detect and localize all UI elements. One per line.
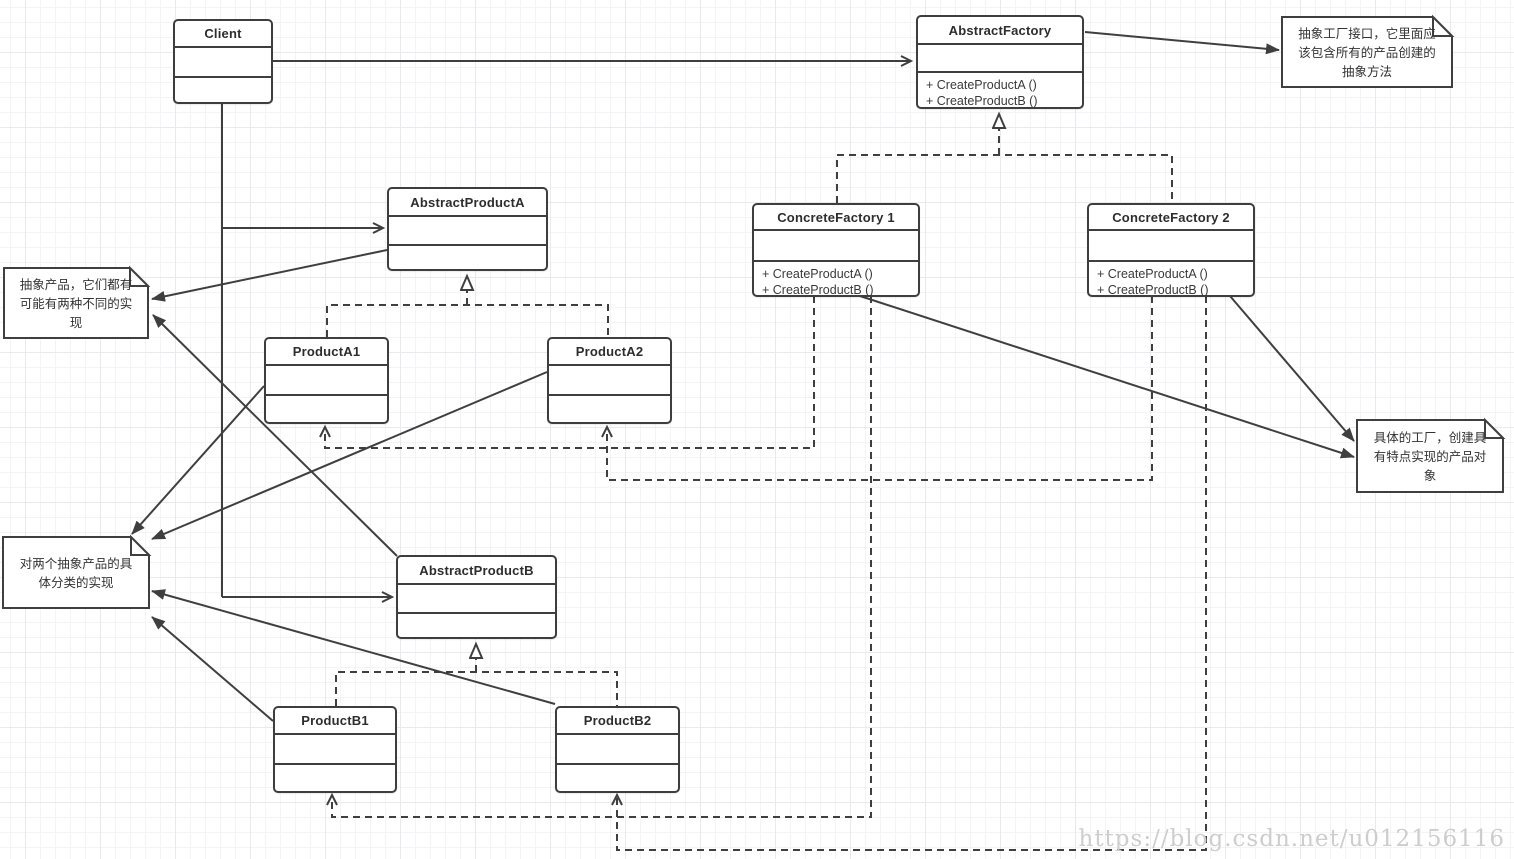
edge-concretefactory1-creates-producta1 <box>319 296 815 449</box>
class-box-productb1: ProductB1 <box>273 706 397 793</box>
class-attributes-compartment <box>175 48 271 78</box>
class-box-abstractproductb: AbstractProductB <box>396 555 557 639</box>
method-create-product-b: + CreateProductB () <box>926 94 1038 108</box>
note-shape-concrete-products <box>2 534 152 609</box>
edge-productsb-realization-tree <box>335 671 618 706</box>
class-methods-compartment <box>398 614 555 637</box>
edge-concretefactory1-to-note <box>859 295 1355 459</box>
edge-concretefactory1-creates-productb1 <box>326 296 872 818</box>
note-shape-abstract-products <box>3 265 151 339</box>
class-methods-compartment <box>175 78 271 102</box>
class-title: ConcreteFactory 2 <box>1089 205 1253 231</box>
edge-concretefactory2-to-note <box>1229 295 1355 442</box>
method-create-product-a: + CreateProductA () <box>762 267 873 281</box>
class-attributes-compartment <box>266 366 387 396</box>
watermark-url: https://blog.csdn.net/u012156116 <box>1078 826 1505 852</box>
edge-concretefactories-realization-tree <box>836 154 1173 203</box>
class-title: Client <box>175 21 271 48</box>
class-title: ConcreteFactory 1 <box>754 205 918 231</box>
edge-abstractfactory-to-note <box>1084 31 1280 55</box>
class-box-abstractfactory: AbstractFactory + CreateProductA () + Cr… <box>916 15 1084 109</box>
note-shape-abstract-factory <box>1281 14 1455 88</box>
class-attributes-compartment <box>1089 231 1253 262</box>
class-methods-compartment: + CreateProductA () + CreateProductB () <box>1089 262 1253 298</box>
edge-producta2-to-note <box>151 371 548 540</box>
class-attributes-compartment <box>549 366 670 396</box>
class-box-producta1: ProductA1 <box>264 337 389 424</box>
class-title: ProductA1 <box>266 339 387 366</box>
class-methods-compartment <box>557 765 678 791</box>
note-fold-icon <box>130 534 152 556</box>
edge-concretefactory2-creates-productb2 <box>611 296 1207 851</box>
class-methods-compartment <box>275 765 395 791</box>
note-fold-icon <box>129 265 151 287</box>
class-attributes-compartment <box>557 735 678 765</box>
class-methods-compartment: + CreateProductA () + CreateProductB () <box>754 262 918 298</box>
class-box-producta2: ProductA2 <box>547 337 672 424</box>
edge-abstractproducta-to-note <box>151 249 388 302</box>
edge-concretefactory2-creates-producta2 <box>601 296 1153 481</box>
class-title: AbstractFactory <box>918 17 1082 45</box>
method-create-product-a: + CreateProductA () <box>1097 267 1208 281</box>
class-box-productb2: ProductB2 <box>555 706 680 793</box>
edge-producta1-to-note <box>131 385 265 535</box>
method-create-product-b: + CreateProductB () <box>762 283 874 297</box>
class-attributes-compartment <box>754 231 918 262</box>
class-attributes-compartment <box>398 585 555 614</box>
class-title: AbstractProductA <box>389 189 546 217</box>
class-box-abstractproducta: AbstractProductA <box>387 187 548 271</box>
note-shape-concrete-factories <box>1356 417 1506 493</box>
class-title: ProductB1 <box>275 708 395 735</box>
class-attributes-compartment <box>389 217 546 246</box>
method-create-product-a: + CreateProductA () <box>926 78 1037 92</box>
class-title: ProductB2 <box>557 708 678 735</box>
class-methods-compartment <box>549 396 670 422</box>
class-box-client: Client <box>173 19 273 104</box>
edge-productb2-to-note <box>151 589 556 705</box>
class-title: AbstractProductB <box>398 557 555 585</box>
class-methods-compartment <box>389 246 546 269</box>
class-attributes-compartment <box>275 735 395 765</box>
note-abstract-factory: 抽象工厂接口，它里面应该包含所有的产品创建的抽象方法 <box>1298 26 1436 79</box>
class-attributes-compartment <box>918 45 1082 73</box>
edge-productsa-realization-tree <box>326 304 609 337</box>
note-concrete-factories: 具体的工厂，创建具有特点实现的产品对象 <box>1373 430 1487 483</box>
class-box-concretefactory2: ConcreteFactory 2 + CreateProductA () + … <box>1087 203 1255 297</box>
note-fold-icon <box>1484 417 1506 439</box>
note-fold-icon <box>1432 14 1455 37</box>
edge-productb1-to-note <box>151 616 274 722</box>
class-title: ProductA2 <box>549 339 670 366</box>
note-abstract-products: 抽象产品，它们都有可能有两种不同的实现 <box>19 277 133 330</box>
note-concrete-products: 对两个抽象产品的具体分类的实现 <box>19 556 133 590</box>
class-methods-compartment <box>266 396 387 422</box>
method-create-product-b: + CreateProductB () <box>1097 283 1209 297</box>
edge-abstractproductb-to-note <box>152 314 398 557</box>
class-methods-compartment: + CreateProductA () + CreateProductB () <box>918 73 1082 109</box>
class-box-concretefactory1: ConcreteFactory 1 + CreateProductA () + … <box>752 203 920 297</box>
